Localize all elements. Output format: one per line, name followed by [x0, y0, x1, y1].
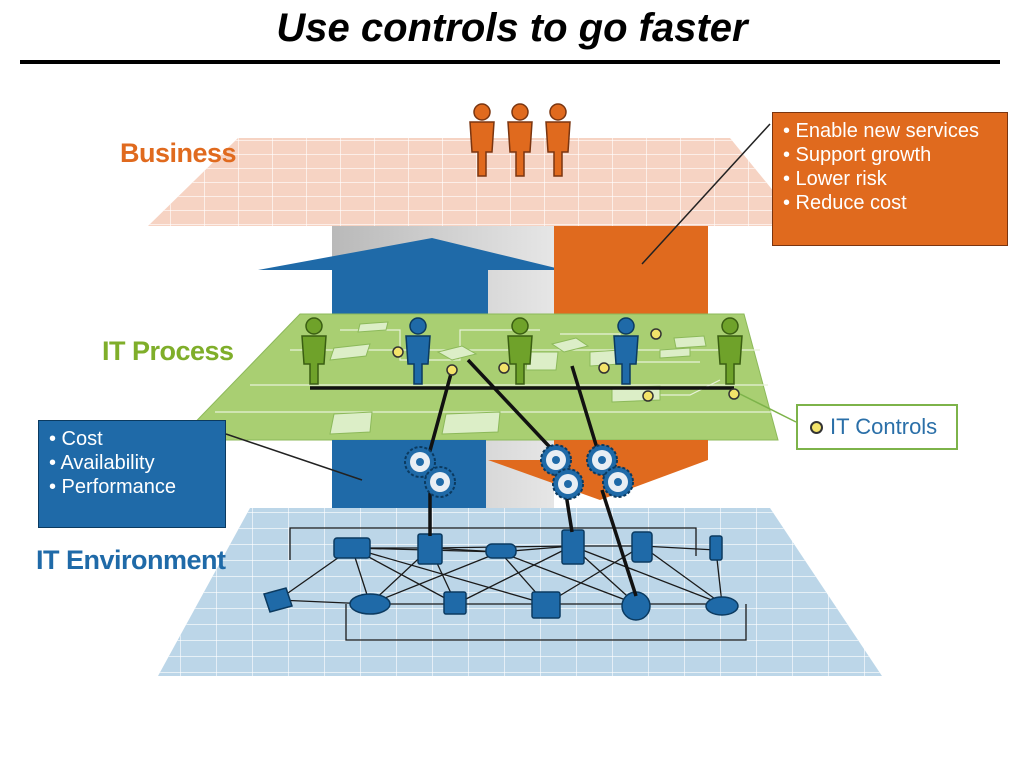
business-callout-pointer	[641, 123, 771, 265]
process-people	[301, 317, 743, 385]
layer-label-business: Business	[120, 138, 237, 168]
environment-metric-item: • Availability	[49, 452, 155, 474]
environment-callout-pointer	[225, 433, 363, 481]
environment-metric-item: • Cost	[49, 428, 103, 450]
control-links	[310, 358, 734, 597]
orange-column-bottom	[554, 440, 708, 460]
environment-metric-item: • Performance	[49, 476, 177, 498]
business-goals-box: • Enable new services • Support growth •…	[772, 112, 1008, 246]
blue-column-bottom	[332, 440, 486, 508]
business-plane	[148, 138, 802, 226]
business-goal-item: • Enable new services	[783, 120, 979, 142]
it-controls-legend: IT Controls	[796, 404, 958, 450]
business-goal-item: • Lower risk	[783, 168, 887, 190]
it-control-dots	[392, 328, 740, 402]
layer-label-it-process: IT Process	[102, 336, 234, 366]
up-arrow-head	[258, 238, 564, 318]
process-plane	[176, 313, 779, 441]
controls-callout-pointer	[739, 393, 797, 423]
orange-column-top	[554, 226, 708, 326]
it-controls-label: IT Controls	[830, 414, 938, 439]
environment-plane	[158, 508, 882, 676]
business-goal-item: • Reduce cost	[783, 192, 907, 214]
layer-label-it-environment: IT Environment	[36, 545, 226, 575]
business-goal-item: • Support growth	[783, 144, 932, 166]
slide-title: Use controls to go faster	[276, 6, 748, 50]
down-arrow-head	[488, 460, 708, 500]
business-people	[469, 103, 571, 177]
environment-metrics-box: • Cost • Availability • Performance	[38, 420, 226, 528]
title-rule	[20, 60, 1000, 64]
network-devices	[263, 529, 739, 621]
control-dot-icon	[810, 420, 823, 434]
